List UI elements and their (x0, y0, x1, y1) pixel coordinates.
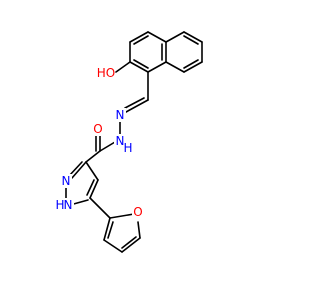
pyrazole-nh-h-label: H (55, 198, 64, 212)
bond-c-oh (115, 61, 131, 73)
label-background (60, 174, 72, 188)
hydrazone-n1-label: N (116, 108, 125, 122)
atom-hydrazone-n2: N H (114, 134, 133, 155)
naphthalene-ring-a (129, 31, 167, 73)
bond (183, 61, 203, 73)
furan-ring (103, 213, 141, 253)
bond-ch-n (125, 99, 149, 113)
bond (86, 179, 95, 196)
bond (85, 161, 99, 181)
bond (68, 161, 83, 177)
bond (103, 217, 111, 241)
molecule-structure-diagram: HO N N H O N H N O (54, 31, 203, 253)
bond-carbonyl-pyrazole (85, 150, 101, 163)
atom-carbonyl-oxygen: O (92, 122, 104, 136)
bond (183, 35, 199, 45)
bond-n-c (99, 141, 116, 152)
carbonyl-oxygen-label: O (93, 122, 102, 136)
bond (165, 31, 185, 43)
bond (183, 59, 199, 69)
label-background (114, 134, 126, 148)
atom-hydrazone-n1: N (114, 108, 126, 122)
bond (107, 221, 114, 239)
atom-furan-oxygen: O (132, 205, 144, 219)
bond (137, 221, 141, 239)
bond (133, 35, 149, 45)
amide-h-label: H (123, 141, 132, 155)
bond (103, 239, 123, 253)
label-background (132, 205, 144, 219)
bond (121, 237, 141, 253)
atom-pyrazole-nh: H N (54, 198, 74, 212)
atom-pyrazole-n: N (60, 174, 72, 188)
molecule-canvas: HO N N H O N H N O (54, 31, 203, 253)
atom-hydroxyl-oxygen: HO (96, 66, 115, 80)
bond (133, 59, 149, 69)
bond-ch-n-double (124, 97, 145, 109)
label-background (114, 108, 126, 122)
bond (71, 161, 87, 179)
bond (165, 61, 185, 73)
hydrazone-n2-label: N (116, 134, 125, 148)
bond (121, 236, 137, 249)
pyrazole-n-label: N (62, 174, 71, 188)
bond (147, 61, 167, 73)
naphthalene-ring-b (165, 31, 203, 73)
bond (109, 213, 135, 219)
bond (89, 179, 99, 199)
bond-pyrazole-furan (89, 197, 111, 219)
furan-oxygen-label: O (133, 205, 142, 219)
bond (129, 31, 149, 43)
bond (147, 31, 167, 43)
label-background (92, 122, 104, 136)
bond (183, 31, 203, 43)
label-background (54, 198, 74, 212)
bond (129, 61, 149, 73)
hydroxyl-oxygen-label: HO (97, 66, 115, 80)
label-background (96, 66, 114, 80)
pyrazole-nh-n-label: N (64, 198, 73, 212)
